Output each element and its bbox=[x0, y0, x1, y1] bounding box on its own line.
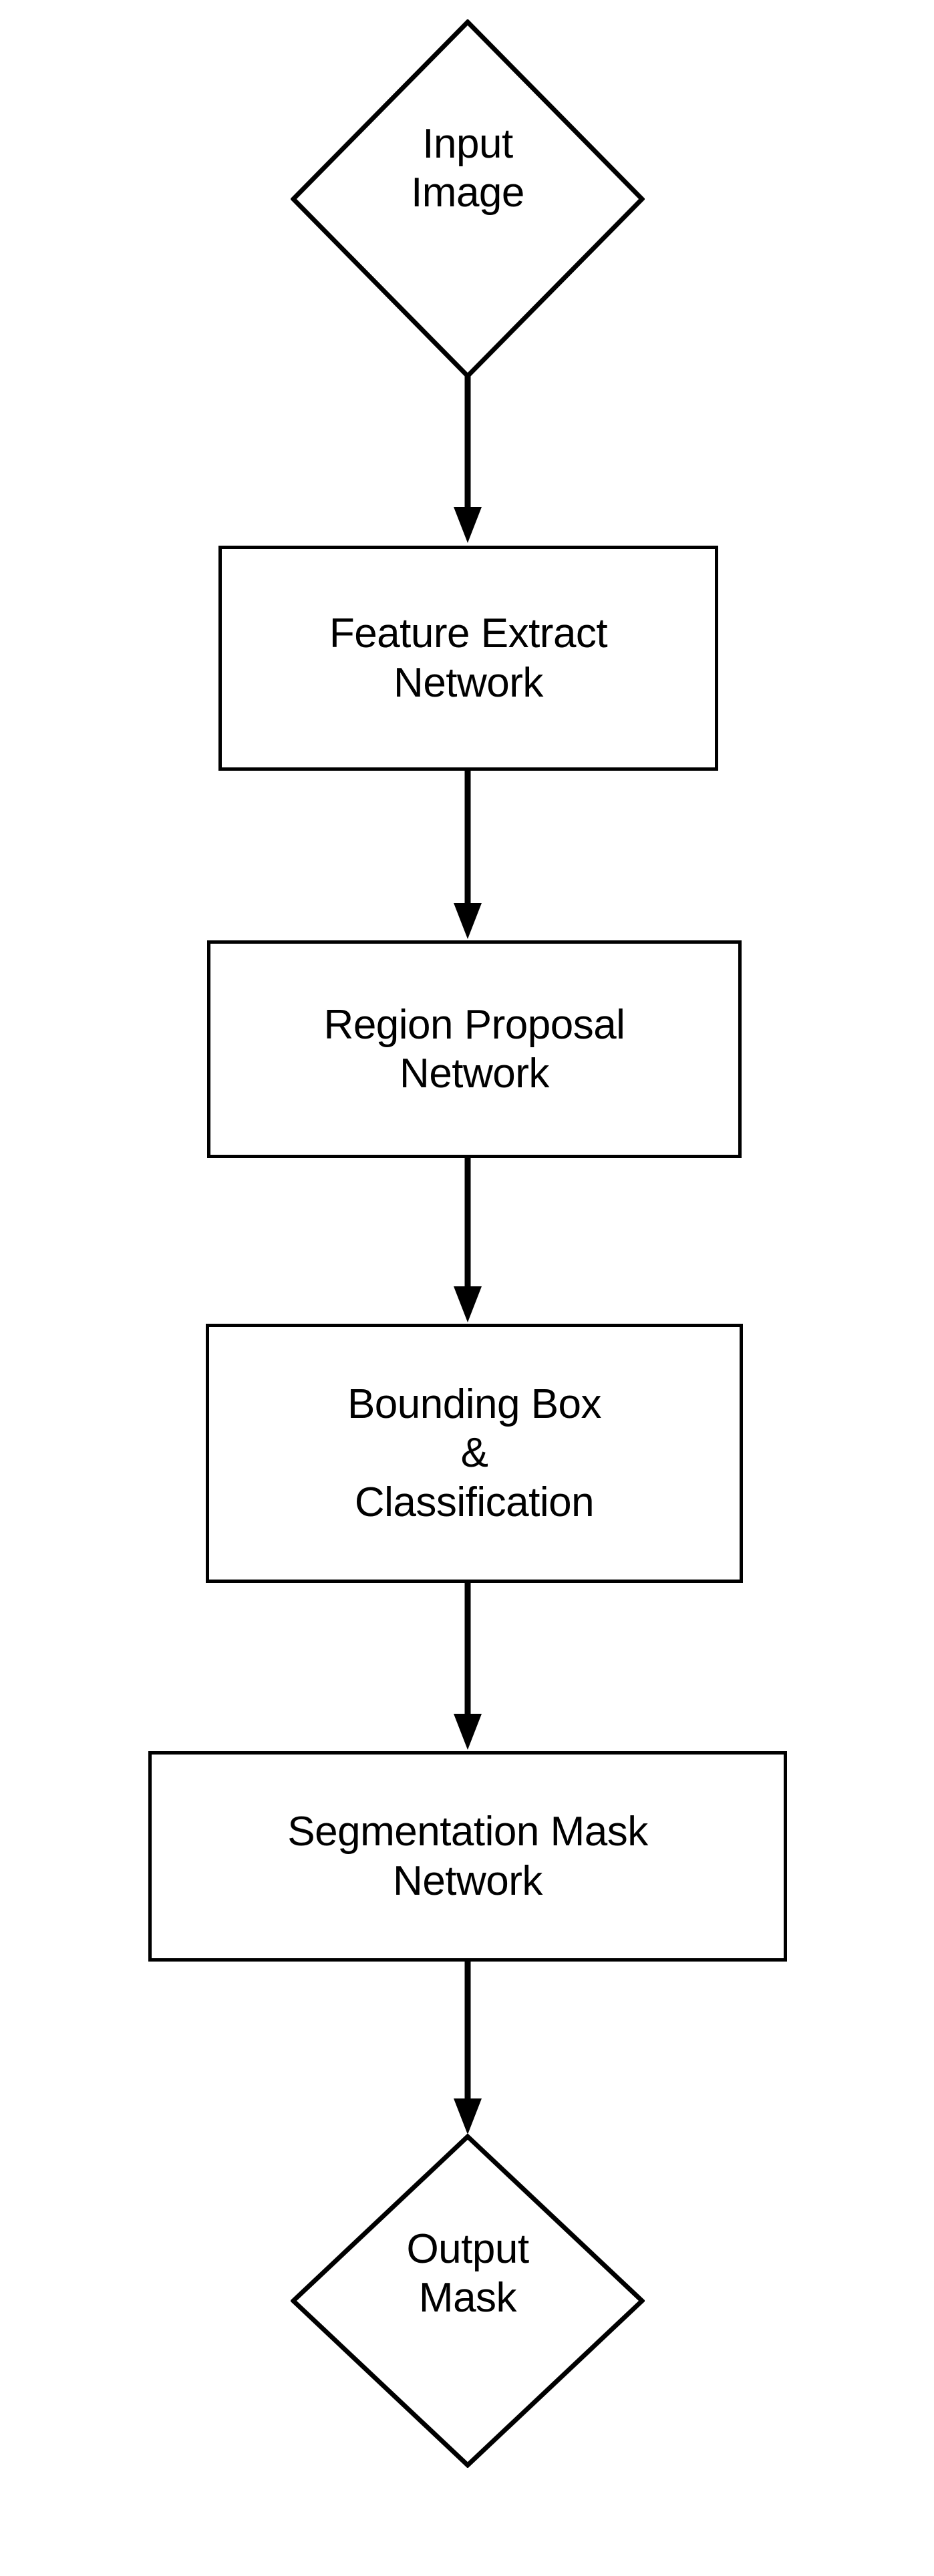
arrow-down-icon bbox=[454, 1960, 482, 2135]
node-region-proposal-network[interactable]: Region Proposal Network bbox=[207, 940, 742, 1158]
node-output-mask[interactable]: Output Mask bbox=[291, 2134, 645, 2468]
node-label-input-image: Input Image bbox=[411, 121, 524, 216]
edge-input-image-to-feature-extract-network bbox=[452, 376, 484, 546]
edge-feature-extract-network-to-region-proposal-network bbox=[452, 769, 484, 942]
edge-segmentation-mask-network-to-output-mask bbox=[452, 1960, 484, 2137]
node-label-output-mask: Output Mask bbox=[406, 2226, 529, 2322]
arrow-down-icon bbox=[454, 769, 482, 939]
edge-region-proposal-network-to-bounding-box-classification bbox=[452, 1157, 484, 1325]
node-bounding-box-classification[interactable]: Bounding Box & Classification bbox=[206, 1324, 743, 1583]
node-label-segmentation-mask-network: Segmentation Mask Network bbox=[287, 1809, 648, 1904]
node-label-bounding-box-classification: Bounding Box & Classification bbox=[347, 1381, 602, 1525]
edge-bounding-box-classification-to-segmentation-mask-network bbox=[452, 1582, 484, 1753]
node-label-region-proposal-network: Region Proposal Network bbox=[323, 1001, 625, 1097]
arrow-down-icon bbox=[454, 1157, 482, 1322]
node-input-image[interactable]: Input Image bbox=[291, 19, 645, 379]
node-segmentation-mask-network[interactable]: Segmentation Mask Network bbox=[148, 1751, 787, 1962]
node-feature-extract-network[interactable]: Feature Extract Network bbox=[218, 546, 718, 771]
diamond-shape-output-mask bbox=[291, 2134, 645, 2468]
arrow-down-icon bbox=[454, 376, 482, 543]
node-label-feature-extract-network: Feature Extract Network bbox=[329, 610, 608, 706]
arrow-down-icon bbox=[454, 1582, 482, 1750]
